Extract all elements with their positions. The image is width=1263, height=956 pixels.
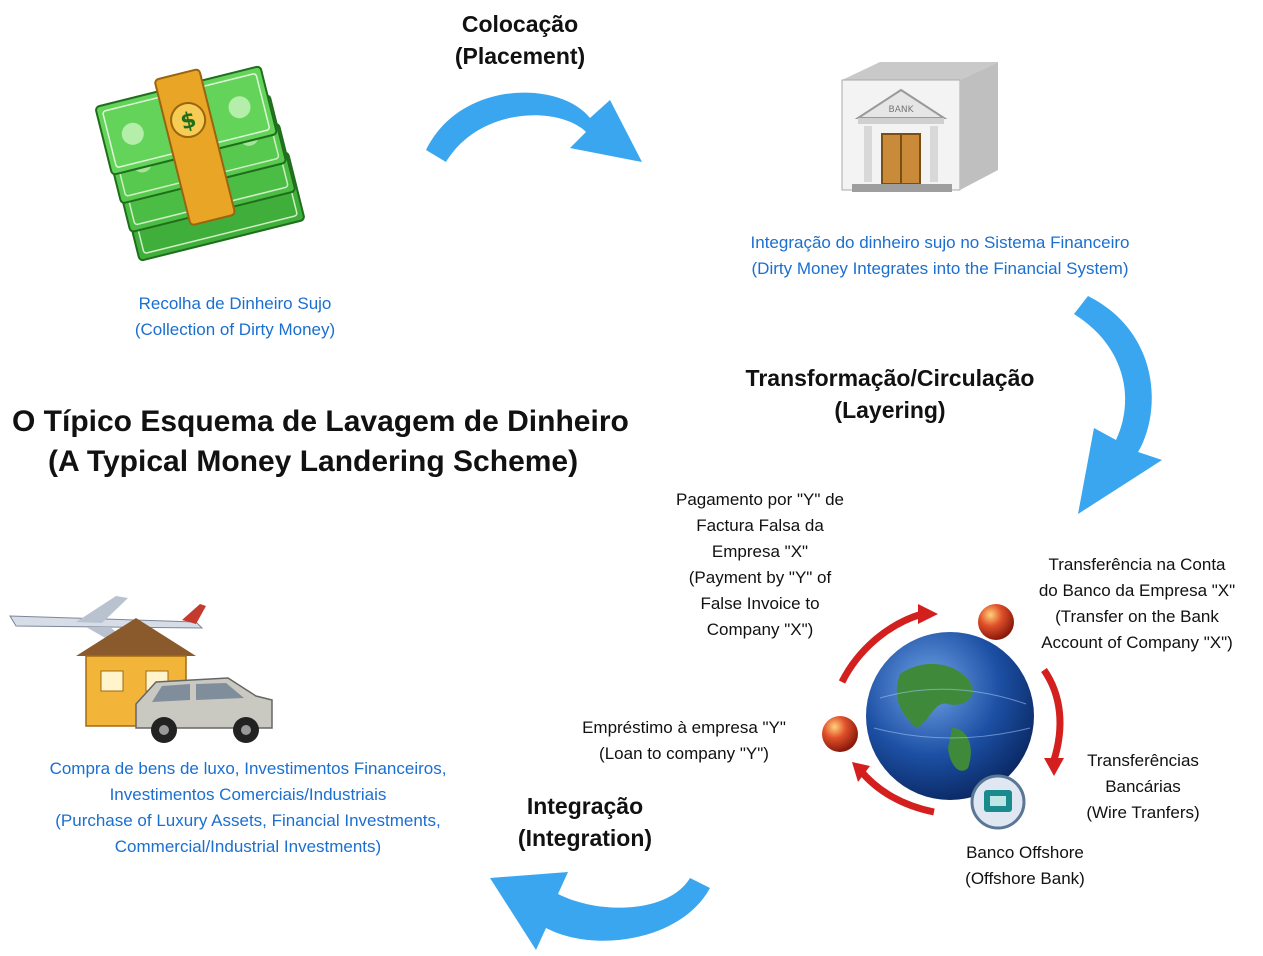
title-line-2: (A Typical Money Landering Scheme): [48, 445, 579, 478]
layering-arrow-icon: [1074, 296, 1162, 514]
transfer-line-3: (Transfer on the Bank: [1055, 607, 1219, 626]
financial-system-caption-line-2: (Dirty Money Integrates into the Financi…: [751, 259, 1129, 278]
payment-label: Pagamento por "Y" de Factura Falsa da Em…: [650, 487, 870, 643]
title-line-1: O Típico Esquema de Lavagem de Dinheiro: [12, 405, 629, 438]
payment-line-6: Company "X"): [706, 620, 814, 639]
bank-building-icon: BANK: [841, 62, 998, 192]
wire-line-3: (Wire Tranfers): [1086, 803, 1200, 822]
loan-sphere-icon: [822, 716, 858, 752]
transfer-line-4: Account of Company "X"): [1041, 633, 1233, 652]
transfer-label: Transferência na Conta do Banco da Empre…: [1012, 552, 1262, 656]
payment-line-5: False Invoice to: [700, 594, 820, 613]
purchase-caption-line-1: Compra de bens de luxo, Investimentos Fi…: [49, 759, 447, 778]
offshore-line-1: Banco Offshore: [966, 843, 1084, 862]
globe-cycle-icon: [822, 604, 1064, 830]
loan-line-1: Empréstimo à empresa "Y": [582, 718, 786, 737]
collection-caption-line-2: (Collection of Dirty Money): [134, 320, 336, 339]
integration-arrow-icon: [490, 872, 710, 950]
payment-line-2: Factura Falsa da: [696, 516, 824, 535]
transfer-line-1: Transferência na Conta: [1048, 555, 1226, 574]
placement-arrow-icon: [426, 92, 642, 162]
payment-line-1: Pagamento por "Y" de: [675, 490, 844, 509]
svg-text:BANK: BANK: [889, 105, 915, 115]
svg-text:$: $: [178, 107, 199, 135]
stage-layering-line-2: (Layering): [834, 397, 946, 423]
offshore-line-2: (Offshore Bank): [965, 869, 1085, 888]
wire-line-1: Transferências: [1087, 751, 1199, 770]
loan-label: Empréstimo à empresa "Y" (Loan to compan…: [550, 715, 818, 767]
stage-integration-line-2: (Integration): [517, 825, 653, 851]
stage-placement-label: Colocação (Placement): [430, 8, 610, 72]
stage-placement-line-1: Colocação: [461, 11, 579, 37]
financial-system-caption-line-1: Integração do dinheiro sujo no Sistema F…: [750, 233, 1130, 252]
stage-integration-label: Integração (Integration): [500, 790, 670, 854]
payment-line-4: (Payment by "Y" of: [688, 568, 832, 587]
payment-line-3: Empresa "X": [711, 542, 809, 561]
collection-caption-line-1: Recolha de Dinheiro Sujo: [138, 294, 332, 313]
purchase-caption-line-4: Commercial/Industrial Investments): [114, 837, 382, 856]
wire-line-2: Bancárias: [1105, 777, 1181, 796]
purchase-caption: Compra de bens de luxo, Investimentos Fi…: [0, 756, 496, 860]
stage-layering-line-1: Transformação/Circulação: [745, 365, 1035, 391]
financial-system-caption: Integração do dinheiro sujo no Sistema F…: [690, 230, 1190, 282]
stage-integration-line-1: Integração: [526, 793, 644, 819]
stage-placement-line-2: (Placement): [454, 43, 586, 69]
globe-icon: [866, 632, 1034, 800]
transfer-line-2: do Banco da Empresa "X": [1038, 581, 1236, 600]
stage-layering-label: Transformação/Circulação (Layering): [720, 362, 1060, 426]
offshore-bank-label: Banco Offshore (Offshore Bank): [935, 840, 1115, 892]
collection-caption: Recolha de Dinheiro Sujo (Collection of …: [80, 291, 390, 343]
purchase-caption-line-2: Investimentos Comerciais/Industriais: [109, 785, 387, 804]
transfer-sphere-icon: [978, 604, 1014, 640]
loan-line-2: (Loan to company "Y"): [599, 744, 769, 763]
house-car-plane-icon: [9, 596, 273, 743]
money-stack-icon: $: [95, 65, 305, 262]
diagram-title: O Típico Esquema de Lavagem de Dinheiro …: [12, 402, 629, 482]
wire-transfers-label: Transferências Bancárias (Wire Tranfers): [1068, 748, 1218, 826]
offshore-bank-icon: [970, 774, 1026, 830]
purchase-caption-line-3: (Purchase of Luxury Assets, Financial In…: [55, 811, 441, 830]
